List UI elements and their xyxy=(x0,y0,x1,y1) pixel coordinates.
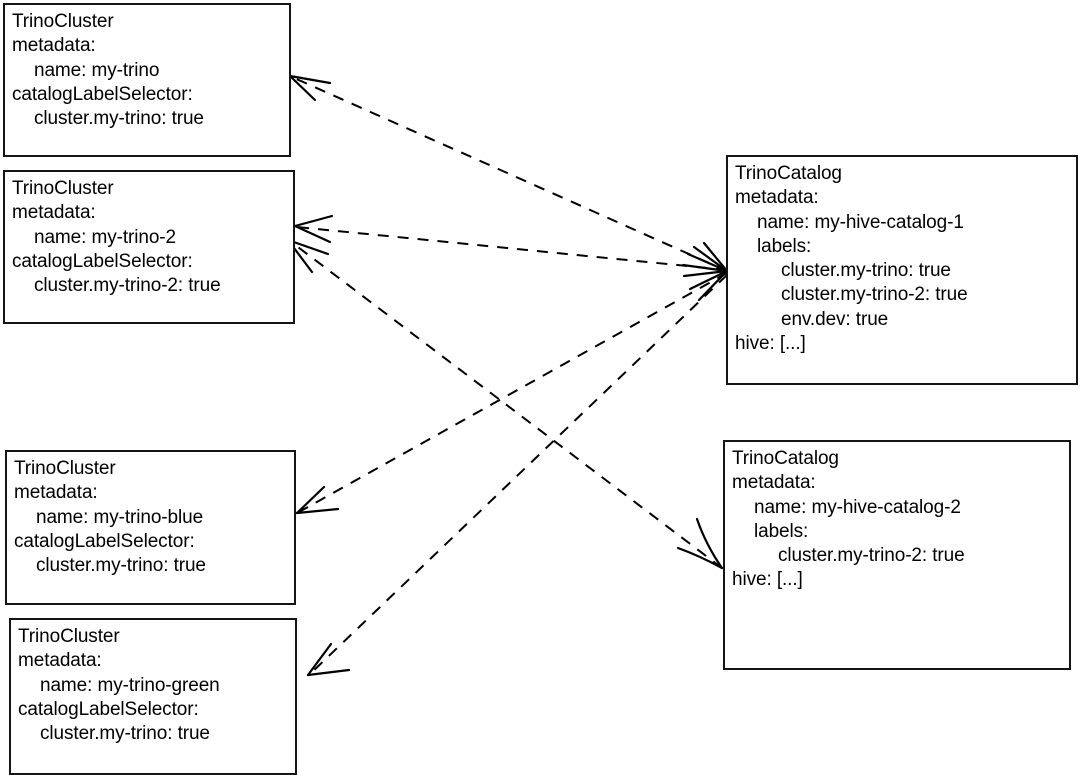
node-line: TrinoCluster xyxy=(14,458,116,479)
node-line: metadata: xyxy=(12,35,96,57)
node-line: cluster.my-trino-2: true xyxy=(778,545,965,567)
edge-catalog1-to-my-trino-2 xyxy=(293,214,728,271)
node-trinocluster-my-trino[interactable]: TrinoCluster metadata: name: my-trino ca… xyxy=(3,3,291,157)
node-line: hive: [...] xyxy=(735,333,806,355)
node-line: labels: xyxy=(757,235,812,257)
node-line: TrinoCluster xyxy=(12,178,114,199)
node-line: cluster.my-trino: true xyxy=(781,260,951,282)
node-line: cluster.my-trino: true xyxy=(40,723,210,745)
node-line: TrinoCatalog xyxy=(732,448,839,469)
arrowhead-into-catalog-1 xyxy=(681,241,729,302)
node-line: TrinoCatalog xyxy=(735,163,842,184)
edge-catalog1-to-my-trino-blue xyxy=(295,272,728,515)
node-line: hive: [...] xyxy=(732,569,803,591)
node-line: catalogLabelSelector: xyxy=(12,83,193,105)
node-line: metadata: xyxy=(732,472,816,494)
edge-catalog2-to-my-trino-2 xyxy=(286,238,723,569)
edge-catalog1-to-my-trino-green xyxy=(306,274,728,677)
node-line: name: my-hive-catalog-1 xyxy=(757,211,964,233)
arrowhead-into-catalog-2 xyxy=(676,517,724,570)
node-line: metadata: xyxy=(18,650,102,672)
node-line: catalogLabelSelector: xyxy=(14,530,195,552)
node-trinocluster-my-trino-green[interactable]: TrinoCluster metadata: name: my-trino-gr… xyxy=(9,618,297,775)
edge-catalog1-to-my-trino xyxy=(288,74,728,272)
node-line: name: my-trino-blue xyxy=(36,506,204,528)
node-trinocatalog-my-hive-catalog-1[interactable]: TrinoCatalog metadata: name: my-hive-cat… xyxy=(726,155,1078,385)
node-line: TrinoCluster xyxy=(12,11,114,32)
node-line: name: my-hive-catalog-2 xyxy=(754,496,961,518)
node-line: TrinoCluster xyxy=(18,626,120,647)
node-line: catalogLabelSelector: xyxy=(18,698,199,720)
node-line: name: my-trino-2 xyxy=(34,226,176,248)
node-line: name: my-trino xyxy=(34,59,160,81)
node-line: cluster.my-trino: true xyxy=(36,555,206,577)
node-trinocatalog-my-hive-catalog-2[interactable]: TrinoCatalog metadata: name: my-hive-cat… xyxy=(723,440,1071,670)
node-line: catalogLabelSelector: xyxy=(12,250,193,272)
node-line: cluster.my-trino: true xyxy=(34,108,204,130)
node-line: metadata: xyxy=(735,187,819,209)
node-trinocluster-my-trino-2[interactable]: TrinoCluster metadata: name: my-trino-2 … xyxy=(3,170,295,324)
node-line: labels: xyxy=(754,520,809,542)
node-line: name: my-trino-green xyxy=(40,674,220,696)
node-line: metadata: xyxy=(14,482,98,504)
node-line: cluster.my-trino-2: true xyxy=(781,284,968,306)
node-trinocluster-my-trino-blue[interactable]: TrinoCluster metadata: name: my-trino-bl… xyxy=(5,450,296,605)
node-line: env.dev: true xyxy=(781,308,889,330)
node-line: metadata: xyxy=(12,202,96,224)
node-line: cluster.my-trino-2: true xyxy=(34,275,221,297)
